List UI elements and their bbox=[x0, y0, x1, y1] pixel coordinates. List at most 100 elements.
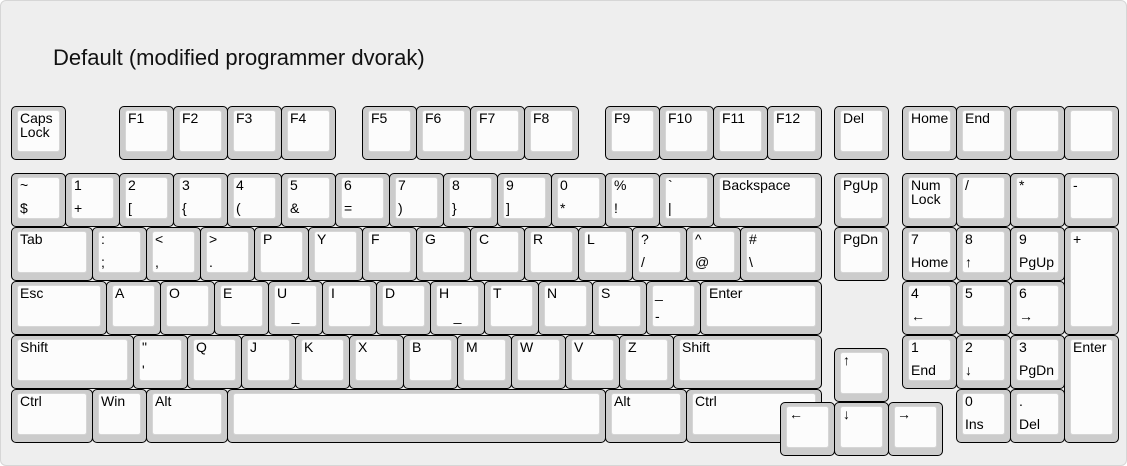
key-up[interactable]: ↑ bbox=[834, 348, 889, 402]
key-esc[interactable]: Esc bbox=[11, 281, 107, 335]
key-rshift[interactable]: Shift bbox=[673, 335, 822, 389]
key-f2[interactable]: F2 bbox=[173, 106, 228, 160]
key-num9[interactable]: 9] bbox=[497, 173, 552, 227]
key-lshift[interactable]: Shift bbox=[11, 335, 134, 389]
key-gt[interactable]: >. bbox=[200, 227, 255, 281]
key-lctrl[interactable]: Ctrl bbox=[11, 389, 93, 443]
key-right[interactable]: → bbox=[888, 402, 943, 456]
key-k[interactable]: K bbox=[295, 335, 350, 389]
key-blank-r1-1[interactable] bbox=[1010, 106, 1065, 160]
key-j[interactable]: J bbox=[241, 335, 296, 389]
key-numlock[interactable]: Num Lock bbox=[902, 173, 957, 227]
key-home[interactable]: Home bbox=[902, 106, 957, 160]
key-u[interactable]: U_ bbox=[268, 281, 323, 335]
key-num3[interactable]: 3{ bbox=[173, 173, 228, 227]
key-n[interactable]: N bbox=[538, 281, 593, 335]
key-kp5[interactable]: 5 bbox=[956, 281, 1011, 335]
key-kp4[interactable]: 4← bbox=[902, 281, 957, 335]
key-capslock[interactable]: Caps Lock bbox=[11, 106, 66, 160]
key-num7[interactable]: 7) bbox=[389, 173, 444, 227]
key-kp-enter[interactable]: Enter bbox=[1064, 335, 1119, 443]
key-tilde[interactable]: ~$ bbox=[11, 173, 66, 227]
key-w[interactable]: W bbox=[511, 335, 566, 389]
key-enter[interactable]: Enter bbox=[700, 281, 822, 335]
key-space[interactable] bbox=[227, 389, 606, 443]
key-f8[interactable]: F8 bbox=[524, 106, 579, 160]
key-f6[interactable]: F6 bbox=[416, 106, 471, 160]
key-f12[interactable]: F12 bbox=[767, 106, 822, 160]
key-kp2[interactable]: 2↓ bbox=[956, 335, 1011, 389]
key-lalt[interactable]: Alt bbox=[146, 389, 228, 443]
key-kp-dot[interactable]: .Del bbox=[1010, 389, 1065, 443]
key-lt[interactable]: <, bbox=[146, 227, 201, 281]
key-f10[interactable]: F10 bbox=[659, 106, 714, 160]
key-caret[interactable]: ^@ bbox=[686, 227, 741, 281]
key-ralt[interactable]: Alt bbox=[605, 389, 687, 443]
key-x[interactable]: X bbox=[349, 335, 404, 389]
key-g[interactable]: G bbox=[416, 227, 471, 281]
key-kp-plus[interactable]: + bbox=[1064, 227, 1119, 335]
key-c[interactable]: C bbox=[470, 227, 525, 281]
key-y[interactable]: Y bbox=[308, 227, 363, 281]
key-kp8[interactable]: 8↑ bbox=[956, 227, 1011, 281]
key-blank-r1-2[interactable] bbox=[1064, 106, 1119, 160]
key-pgup[interactable]: PgUp bbox=[834, 173, 889, 227]
key-percent[interactable]: %! bbox=[605, 173, 660, 227]
key-num2[interactable]: 2[ bbox=[119, 173, 174, 227]
key-colon[interactable]: :; bbox=[92, 227, 147, 281]
key-e[interactable]: E bbox=[214, 281, 269, 335]
key-f[interactable]: F bbox=[362, 227, 417, 281]
key-p[interactable]: P bbox=[254, 227, 309, 281]
key-left[interactable]: ← bbox=[780, 402, 835, 456]
key-question[interactable]: ?/ bbox=[632, 227, 687, 281]
key-backspace[interactable]: Backspace bbox=[713, 173, 822, 227]
key-v[interactable]: V bbox=[565, 335, 620, 389]
key-hash[interactable]: #\ bbox=[740, 227, 822, 281]
key-backtick[interactable]: `| bbox=[659, 173, 714, 227]
key-kp-minus[interactable]: - bbox=[1064, 173, 1119, 227]
key-num0[interactable]: 0* bbox=[551, 173, 606, 227]
key-kp-star[interactable]: * bbox=[1010, 173, 1065, 227]
key-f9[interactable]: F9 bbox=[605, 106, 660, 160]
key-t[interactable]: T bbox=[484, 281, 539, 335]
key-underscore[interactable]: _- bbox=[646, 281, 701, 335]
key-quote[interactable]: "' bbox=[133, 335, 188, 389]
key-m[interactable]: M bbox=[457, 335, 512, 389]
key-s[interactable]: S bbox=[592, 281, 647, 335]
key-kp-slash[interactable]: / bbox=[956, 173, 1011, 227]
key-a[interactable]: A bbox=[106, 281, 161, 335]
key-f1[interactable]: F1 bbox=[119, 106, 174, 160]
key-l[interactable]: L bbox=[578, 227, 633, 281]
key-f5[interactable]: F5 bbox=[362, 106, 417, 160]
key-h[interactable]: H_ bbox=[430, 281, 485, 335]
key-num4[interactable]: 4( bbox=[227, 173, 282, 227]
key-q[interactable]: Q bbox=[187, 335, 242, 389]
key-label-top: 1 bbox=[911, 339, 919, 355]
key-d[interactable]: D bbox=[376, 281, 431, 335]
key-tab[interactable]: Tab bbox=[11, 227, 93, 281]
key-b[interactable]: B bbox=[403, 335, 458, 389]
key-del[interactable]: Del bbox=[834, 106, 889, 160]
key-num8[interactable]: 8} bbox=[443, 173, 498, 227]
key-f7[interactable]: F7 bbox=[470, 106, 525, 160]
key-num6[interactable]: 6= bbox=[335, 173, 390, 227]
key-f3[interactable]: F3 bbox=[227, 106, 282, 160]
key-end[interactable]: End bbox=[956, 106, 1011, 160]
key-num1[interactable]: 1+ bbox=[65, 173, 120, 227]
key-win[interactable]: Win bbox=[92, 389, 147, 443]
key-o[interactable]: O bbox=[160, 281, 215, 335]
key-r[interactable]: R bbox=[524, 227, 579, 281]
key-down[interactable]: ↓ bbox=[834, 402, 889, 456]
key-f4[interactable]: F4 bbox=[281, 106, 336, 160]
key-pgdn[interactable]: PgDn bbox=[834, 227, 889, 281]
key-kp6[interactable]: 6→ bbox=[1010, 281, 1065, 335]
key-z[interactable]: Z bbox=[619, 335, 674, 389]
key-f11[interactable]: F11 bbox=[713, 106, 768, 160]
key-num5[interactable]: 5& bbox=[281, 173, 336, 227]
key-i[interactable]: I bbox=[322, 281, 377, 335]
